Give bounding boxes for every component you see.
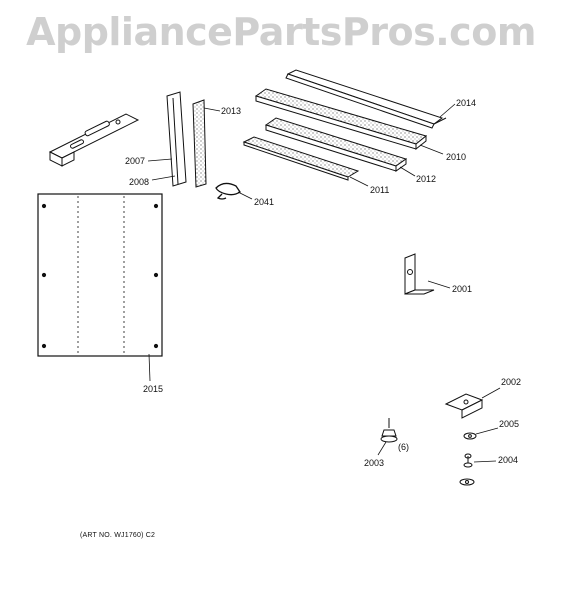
watermark-logo: AppliancePartsPros.com	[26, 10, 536, 54]
label-2004: 2004	[498, 455, 518, 465]
label-2010: 2010	[446, 152, 466, 162]
label-2014: 2014	[456, 98, 476, 108]
part-2005-nut	[463, 432, 477, 440]
part-2014-channel	[285, 69, 447, 129]
art-number-note: (ART NO. WJ1760) C2	[80, 532, 156, 539]
label-2011: 2011	[370, 185, 389, 195]
part-2041-clip	[215, 182, 241, 200]
label-2015: 2015	[143, 384, 163, 394]
part-2001-bracket	[404, 253, 435, 295]
label-2001: 2001	[452, 284, 472, 294]
label-qty-6: (6)	[398, 442, 409, 452]
part-2002-bracket	[444, 393, 484, 419]
part-2015-panel	[37, 193, 163, 357]
label-2041: 2041	[254, 197, 274, 207]
part-2012-strip	[264, 117, 408, 172]
part-2003-fastener	[380, 418, 398, 443]
part-mounting-bracket	[48, 113, 140, 167]
part-2004-screw	[459, 453, 475, 486]
label-2002: 2002	[501, 377, 521, 387]
label-2013: 2013	[221, 106, 241, 116]
label-2012: 2012	[416, 174, 436, 184]
part-2007-2008-rails	[166, 91, 207, 188]
part-2011-gasket	[242, 136, 360, 181]
part-2010-strip	[254, 88, 428, 151]
label-2007: 2007	[125, 156, 145, 166]
label-2008: 2008	[129, 177, 149, 187]
label-2005: 2005	[499, 419, 519, 429]
label-2003: 2003	[364, 458, 384, 468]
